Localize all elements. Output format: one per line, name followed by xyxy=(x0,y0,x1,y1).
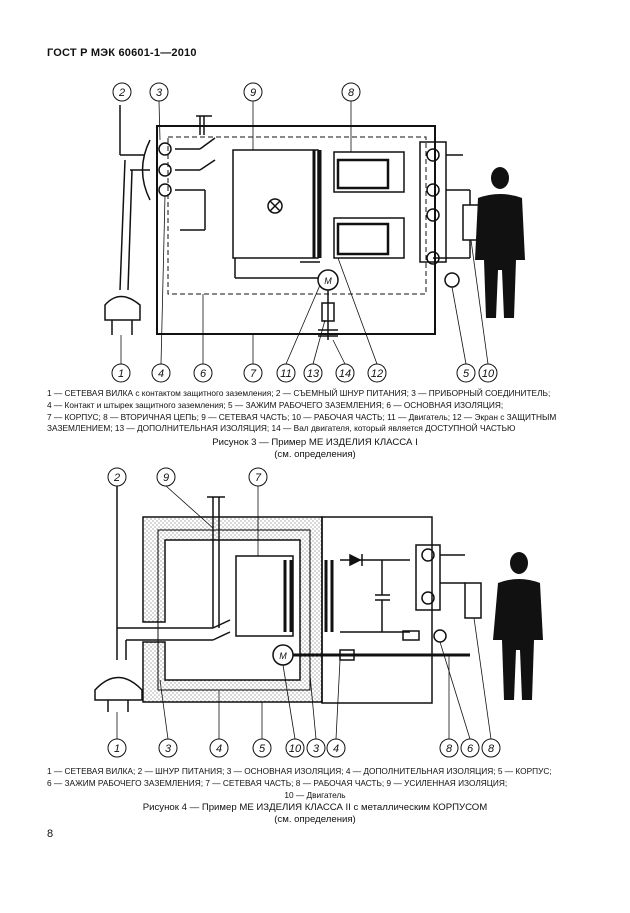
fig4-callout: 7 xyxy=(255,472,262,484)
fig4-callout: 3 xyxy=(165,743,172,755)
human-figure-icon xyxy=(475,167,525,318)
fig3-callout: 7 xyxy=(250,368,257,380)
fig4-callout: 9 xyxy=(163,472,169,484)
legend-line: 1 — СЕТЕВАЯ ВИЛКА; 2 — ШНУР ПИТАНИЯ; 3 —… xyxy=(47,766,552,776)
fig4-callout: 10 xyxy=(289,743,302,755)
fig4-motor-label: M xyxy=(279,651,287,661)
fig3-callout: 4 xyxy=(158,368,164,380)
legend-line: 7 — КОРПУС; 8 — ВТОРИЧНАЯ ЦЕПЬ; 9 — СЕТЕ… xyxy=(47,411,557,422)
fig3-callout: 12 xyxy=(371,368,383,380)
caption-line: Рисунок 3 — Пример МЕ ИЗДЕЛИЯ КЛАССА I xyxy=(212,437,418,448)
fig3-callout: 14 xyxy=(339,368,351,380)
fig4-callout: 5 xyxy=(259,743,266,755)
figure3-diagram: 2 3 9 8 1 4 6 7 11 13 14 12 5 10 M xyxy=(104,82,525,383)
legend-line: ЗАЗЕМЛЕНИЕМ; 13 — ДОПОЛНИТЕЛЬНАЯ ИЗОЛЯЦИ… xyxy=(47,423,516,434)
fig3-callout: 1 xyxy=(118,368,124,380)
page-number: 8 xyxy=(47,828,54,840)
human-figure-icon xyxy=(493,552,543,700)
fig4-callout: 1 xyxy=(114,743,120,755)
figure3-legend: 1 — СЕТЕВАЯ ВИЛКА с контактом защитного … xyxy=(47,388,583,435)
figure3-caption: Рисунок 3 — Пример МЕ ИЗДЕЛИЯ КЛАССА I (… xyxy=(0,437,630,461)
fig3-callout: 11 xyxy=(280,368,291,380)
fig3-motor-label: M xyxy=(324,276,332,286)
document-header: ГОСТ Р МЭК 60601-1—2010 xyxy=(47,47,197,59)
fig3-callout: 3 xyxy=(156,87,163,99)
caption-line: Рисунок 4 — Пример МЕ ИЗДЕЛИЯ КЛАССА II … xyxy=(142,802,488,813)
fig4-callout: 4 xyxy=(333,743,339,755)
fig4-callout: 4 xyxy=(216,743,222,755)
fig3-callout: 9 xyxy=(250,87,256,99)
legend-line: 1 — СЕТЕВАЯ ВИЛКА с контактом защитного … xyxy=(47,388,551,398)
figure4-caption: Рисунок 4 — Пример МЕ ИЗДЕЛИЯ КЛАССА II … xyxy=(0,802,630,826)
fig3-callout: 8 xyxy=(348,87,355,99)
fig3-callout: 2 xyxy=(118,87,125,99)
legend-line: 10 — Двигатель xyxy=(284,789,346,800)
legend-line: 6 — ЗАЖИМ РАБОЧЕГО ЗАЗЕМЛЕНИЯ; 7 — СЕТЕВ… xyxy=(47,777,508,788)
fig4-callout: 2 xyxy=(113,472,120,484)
fig4-callout: 8 xyxy=(488,743,495,755)
figure4-legend: 1 — СЕТЕВАЯ ВИЛКА; 2 — ШНУР ПИТАНИЯ; 3 —… xyxy=(47,766,583,801)
fig3-callout: 5 xyxy=(463,368,470,380)
fig4-callout: 8 xyxy=(446,743,453,755)
caption-line: (см. определения) xyxy=(274,814,356,825)
legend-line: 4 — Контакт и штырек защитного заземлени… xyxy=(47,399,504,410)
fig4-callout: 3 xyxy=(313,743,320,755)
fig3-callout: 10 xyxy=(482,368,495,380)
caption-line: (см. определения) xyxy=(274,449,356,460)
fig3-callout: 13 xyxy=(307,368,320,380)
figure4-diagram: 2 9 7 1 3 4 5 10 3 4 8 6 8 M xyxy=(94,467,543,758)
fig3-callout: 6 xyxy=(200,368,207,380)
fig4-callout: 6 xyxy=(467,743,474,755)
